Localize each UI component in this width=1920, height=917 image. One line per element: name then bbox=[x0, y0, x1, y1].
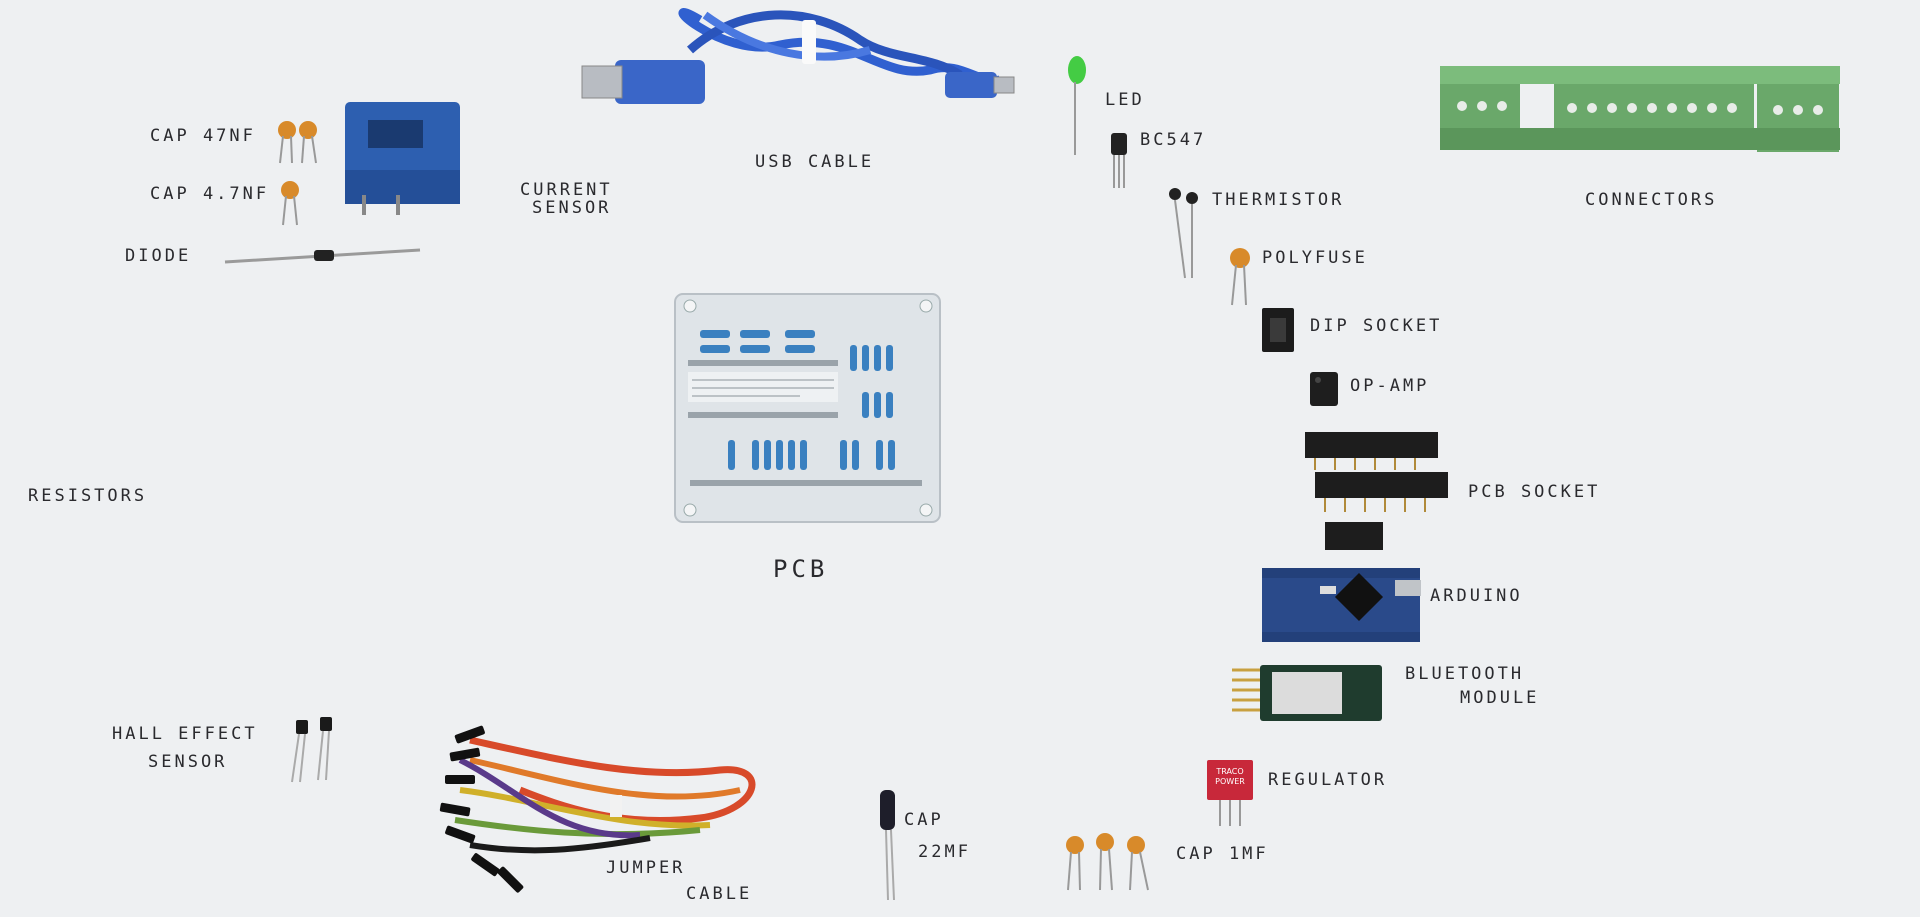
label-current-sensor-1: CURRENT bbox=[520, 180, 613, 200]
usb-cable bbox=[581, 8, 1015, 104]
op-amp-component bbox=[1310, 372, 1338, 406]
label-dip-socket: DIP SOCKET bbox=[1310, 316, 1443, 336]
label-connectors: CONNECTORS bbox=[1585, 190, 1718, 210]
regulator-component: TRACO POWER bbox=[1207, 760, 1253, 826]
bluetooth-module-component bbox=[1232, 665, 1382, 721]
label-polyfuse: POLYFUSE bbox=[1262, 248, 1368, 268]
connectors-component bbox=[1440, 66, 1840, 152]
diode-component bbox=[224, 248, 421, 264]
label-arduino: ARDUINO bbox=[1430, 586, 1523, 606]
label-op-amp: OP-AMP bbox=[1350, 376, 1430, 396]
label-cap-4-7nf: CAP 4.7nF bbox=[150, 184, 270, 204]
label-resistors: RESISTORS bbox=[28, 486, 148, 506]
label-cap-1uf: CAP 1µF bbox=[1176, 844, 1269, 864]
cap-47nf-component bbox=[278, 121, 317, 164]
cap-22uf-component bbox=[880, 790, 895, 901]
cap-4-7nf-component bbox=[281, 181, 299, 226]
label-pcb: PCB bbox=[773, 555, 829, 583]
label-current-sensor-2: SENSOR bbox=[532, 198, 612, 218]
label-diode: DIODE bbox=[125, 246, 192, 266]
label-thermistor: THERMISTOR bbox=[1212, 190, 1345, 210]
dip-socket-component bbox=[1262, 308, 1294, 352]
regulator-marking-line2: POWER bbox=[1215, 777, 1245, 786]
label-cap-47nf: CAP 47nF bbox=[150, 126, 256, 146]
label-regulator: REGULATOR bbox=[1268, 770, 1388, 790]
cap-1uf-component bbox=[1066, 833, 1149, 891]
label-jumper-cable-2: CABLE bbox=[686, 884, 753, 904]
current-sensor bbox=[345, 102, 460, 215]
pcb-board bbox=[674, 293, 941, 523]
bc547-component bbox=[1111, 133, 1127, 188]
label-usb-cable: USB CABLE bbox=[755, 152, 875, 172]
led-component bbox=[1068, 56, 1086, 155]
label-bluetooth-1: BLUETOOTH bbox=[1405, 664, 1525, 684]
label-led: LED bbox=[1105, 90, 1145, 110]
label-hall-effect-2: SENSOR bbox=[148, 752, 228, 772]
thermistor-component bbox=[1169, 188, 1198, 279]
hall-effect-sensor-component bbox=[291, 717, 332, 783]
label-bluetooth-2: MODULE bbox=[1460, 688, 1540, 708]
label-pcb-socket: PCB SOCKET bbox=[1468, 482, 1601, 502]
label-cap-22uf-2: 22µF bbox=[918, 842, 971, 862]
pcb-socket-component bbox=[1305, 432, 1448, 550]
label-cap-22uf-1: CAP bbox=[904, 810, 944, 830]
regulator-marking-line1: TRACO bbox=[1215, 767, 1243, 776]
jumper-cable-component bbox=[439, 725, 756, 893]
label-bc547: BC547 bbox=[1140, 130, 1207, 150]
label-hall-effect-1: HALL EFFECT bbox=[112, 724, 258, 744]
arduino-component bbox=[1262, 568, 1421, 642]
polyfuse-component bbox=[1230, 248, 1250, 306]
label-jumper-cable-1: JUMPER bbox=[606, 858, 686, 878]
